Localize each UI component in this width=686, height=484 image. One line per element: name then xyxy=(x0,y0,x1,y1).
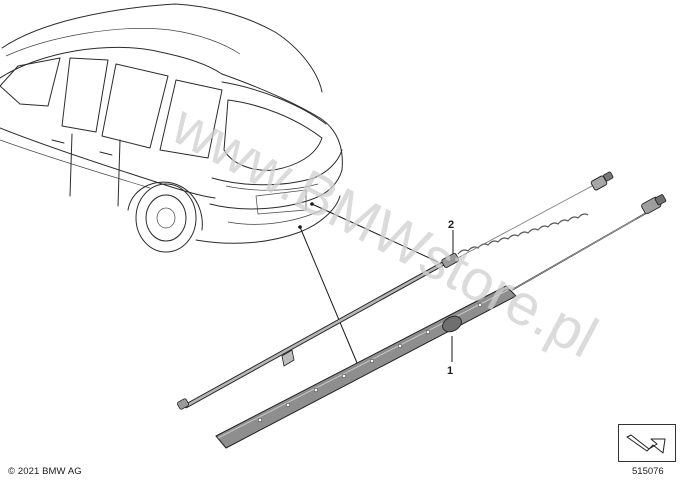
vehicle-outline xyxy=(0,3,343,253)
arrow-forward-icon xyxy=(626,434,666,454)
watermark-text: www.BMWstore.pl xyxy=(161,92,608,371)
callout-1: 1 xyxy=(447,365,453,377)
copyright-text: © 2021 BMW AG xyxy=(8,466,82,477)
leader-lines xyxy=(298,202,454,371)
part-1-strip xyxy=(215,194,667,449)
navigation-arrow-button[interactable] xyxy=(618,424,676,462)
part-2-cable xyxy=(177,171,614,410)
diagram-number: 515076 xyxy=(632,466,664,477)
callout-2: 2 xyxy=(448,219,454,231)
